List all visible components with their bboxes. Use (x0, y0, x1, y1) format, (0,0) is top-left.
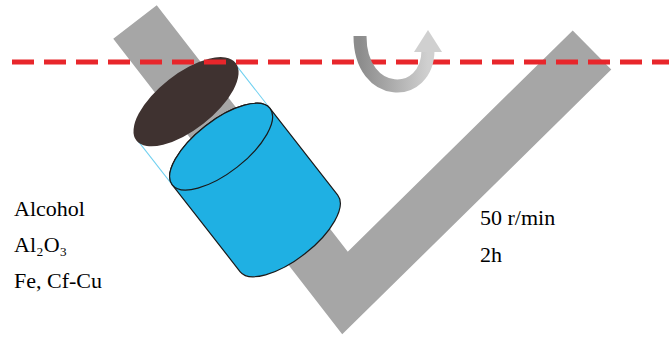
process-label: Al₂O₃ (14, 232, 67, 257)
jar-guide-line (137, 140, 172, 185)
process-label: 50 r/min (480, 205, 555, 230)
process-label: Alcohol (14, 196, 85, 221)
rotation-arrow (360, 36, 428, 86)
jar-body (156, 88, 353, 292)
jar-face (156, 88, 286, 205)
rotation-axis (12, 60, 669, 65)
rotation-arrowhead (414, 30, 442, 52)
process-label: Fe, Cf-Cu (14, 268, 102, 293)
process-label: 2h (480, 242, 502, 267)
jar-guide-line (235, 64, 270, 109)
milling-jar (119, 41, 354, 293)
